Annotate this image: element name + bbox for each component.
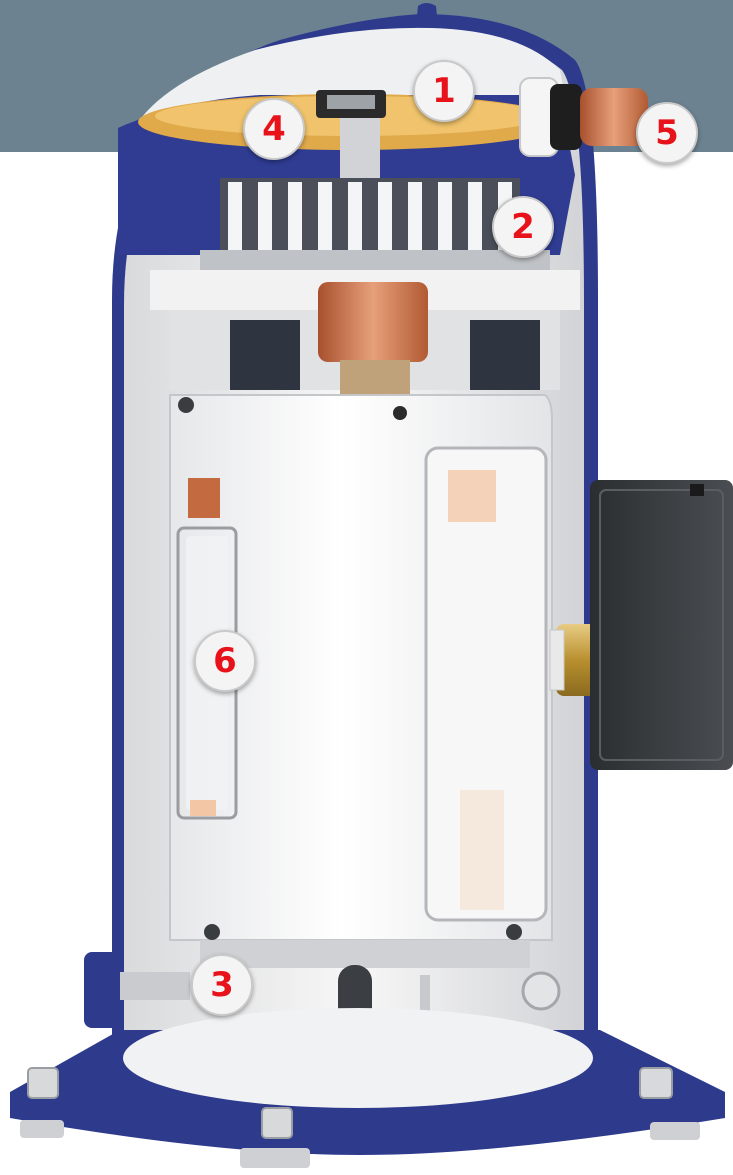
scroll-fins — [220, 178, 520, 260]
lower-bearing — [200, 940, 530, 968]
stator-window-right — [424, 446, 548, 922]
discharge-fitting — [519, 77, 648, 157]
base-bolts — [20, 1067, 700, 1168]
callout-5: 5 — [636, 102, 698, 164]
crank-bushing — [318, 282, 428, 362]
terminal-box — [590, 480, 733, 770]
callout-2: 2 — [492, 196, 554, 258]
callout-6: 6 — [194, 630, 256, 692]
callout-3: 3 — [191, 954, 253, 1016]
callout-4: 4 — [243, 98, 305, 160]
callout-1: 1 — [413, 60, 475, 122]
lifting-lug — [416, 3, 438, 26]
main-bearing-frame — [200, 250, 550, 272]
oil-fitting — [84, 952, 120, 1028]
